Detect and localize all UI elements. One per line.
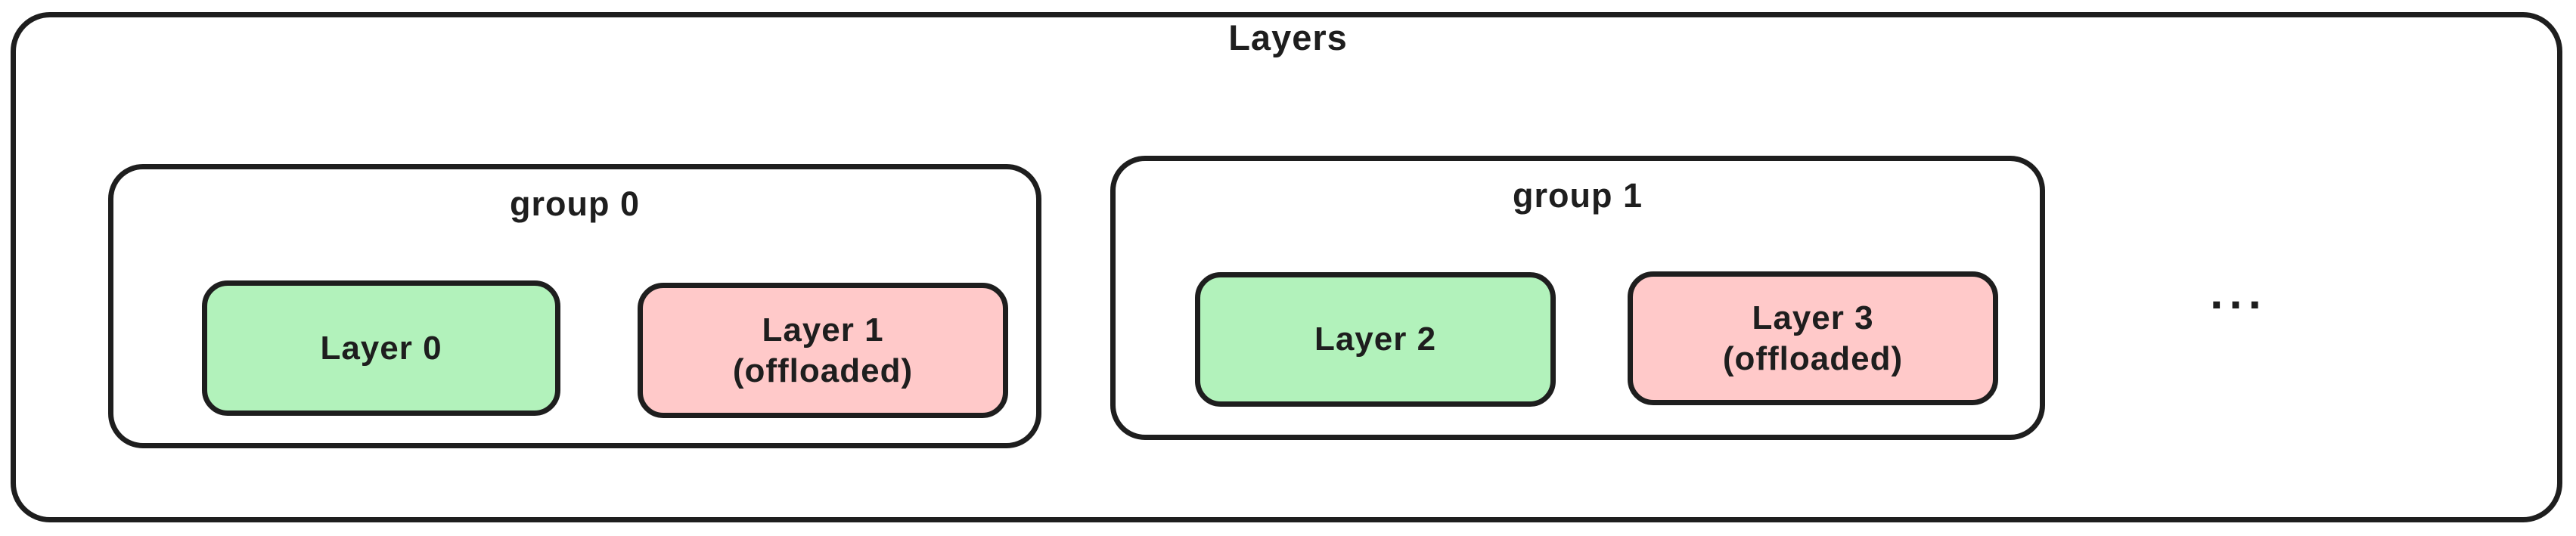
group-1-box: group 1 Layer 2 Layer 3 (offloaded) [1110,156,2045,440]
more-groups-ellipsis: ... [2210,267,2267,319]
layer-1-sublabel: (offloaded) [732,352,914,389]
layer-1-offloaded-node: Layer 1 (offloaded) [638,283,1008,418]
layer-2-node: Layer 2 [1195,272,1556,407]
layer-3-sublabel: (offloaded) [1722,339,1904,377]
layer-3-label: Layer 3 [1752,299,1874,336]
group-0-label: group 0 [510,184,640,223]
layer-3-offloaded-node: Layer 3 (offloaded) [1628,271,1998,405]
diagram-title: Layers [1228,17,1348,57]
layer-0-node: Layer 0 [202,280,560,416]
layer-2-label: Layer 2 [1314,321,1437,358]
layer-1-label: Layer 1 [762,311,884,349]
layer-0-label: Layer 0 [320,329,442,367]
group-1-label: group 1 [1513,176,1643,215]
group-0-box: group 0 Layer 0 Layer 1 (offloaded) [108,164,1041,448]
